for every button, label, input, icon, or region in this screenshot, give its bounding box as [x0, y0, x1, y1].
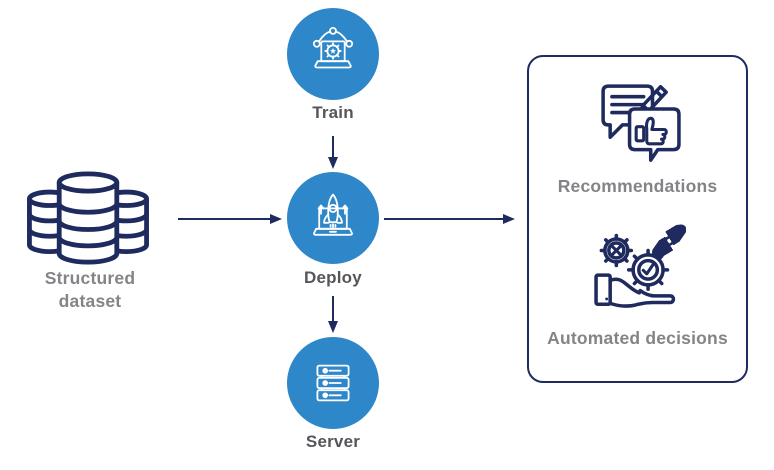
deploy-label: Deploy — [304, 268, 362, 287]
automated-decisions-icon — [594, 224, 686, 308]
automated-decisions-label: Automated decisions — [547, 328, 728, 349]
train-label: Train — [312, 103, 354, 122]
output-item-recommendations: Recommendations — [558, 72, 718, 198]
deploy-node — [287, 172, 379, 264]
recommendations-label: Recommendations — [557, 176, 718, 196]
database-icon — [27, 171, 149, 265]
structured-dataset-label: Structured dataset — [44, 268, 136, 312]
train-icon — [312, 27, 354, 69]
recommendations-icon — [601, 84, 681, 162]
server-icon — [316, 364, 350, 402]
train-node — [287, 8, 379, 100]
deploy-icon — [313, 193, 353, 236]
server-label: Server — [305, 432, 361, 451]
outputs-box: Recommendations — [527, 55, 748, 383]
output-item-automated-decisions: Automated decisions — [547, 224, 728, 350]
server-node — [287, 337, 379, 429]
